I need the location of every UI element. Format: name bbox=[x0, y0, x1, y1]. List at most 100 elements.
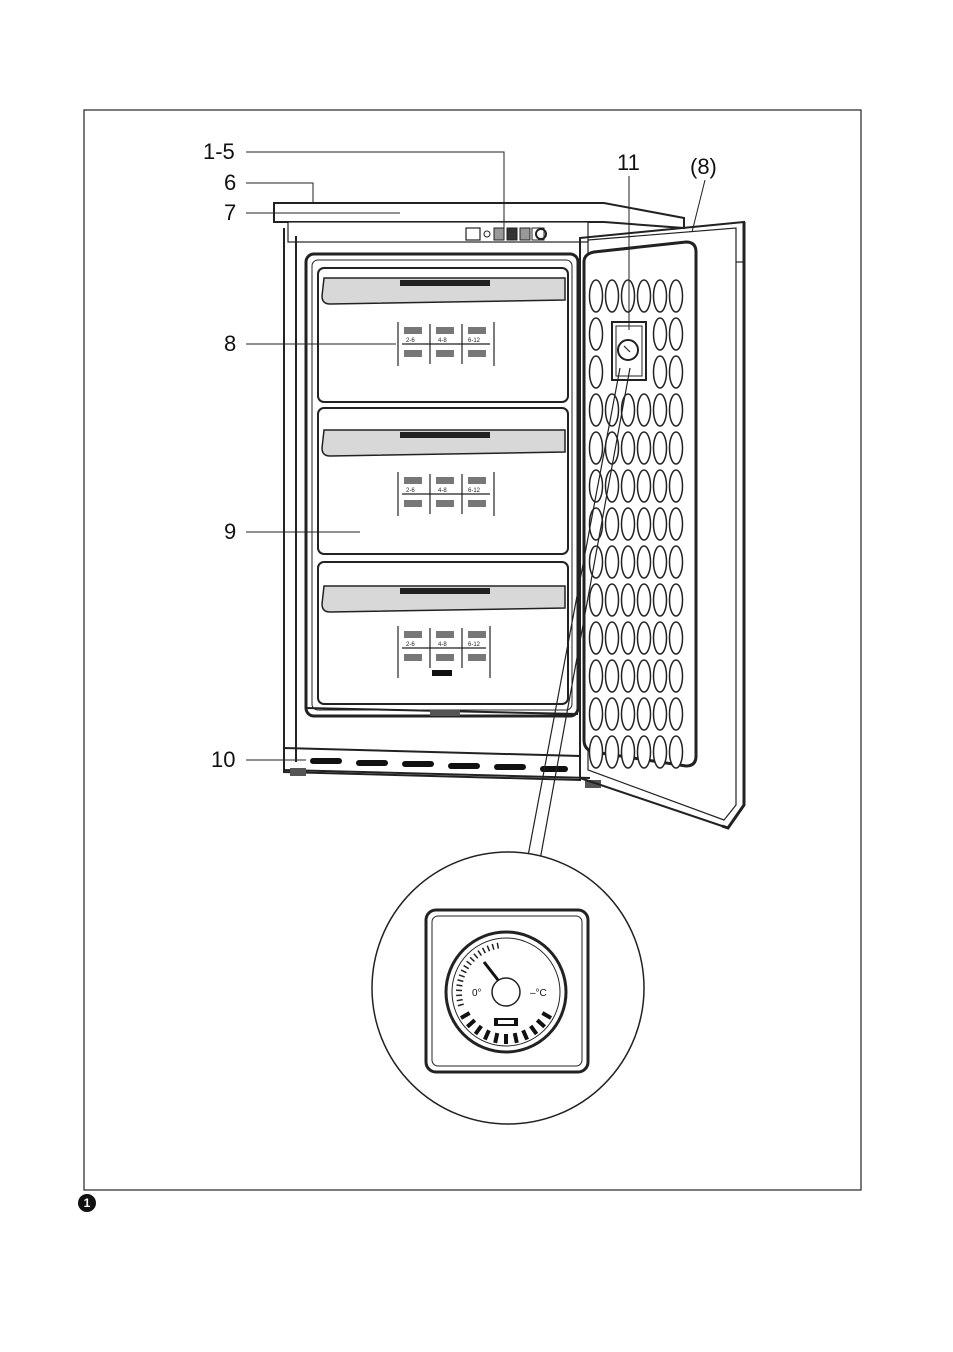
door-dimple bbox=[606, 280, 619, 312]
door-dimple bbox=[654, 546, 667, 578]
door-dimple bbox=[654, 660, 667, 692]
door-dimple bbox=[622, 660, 635, 692]
callout-1-5: 1-5 bbox=[203, 139, 235, 164]
gauge-tick-bold bbox=[495, 1033, 497, 1043]
door-dimple bbox=[622, 470, 635, 502]
gauge-tick bbox=[456, 985, 462, 986]
door-dimple bbox=[654, 622, 667, 654]
gauge-hub bbox=[492, 978, 520, 1006]
door-dimple bbox=[622, 622, 635, 654]
door-dimple bbox=[670, 546, 683, 578]
door-dimple bbox=[654, 508, 667, 540]
door-dimple bbox=[638, 622, 651, 654]
door-dimple bbox=[590, 356, 603, 388]
door-dimple bbox=[606, 660, 619, 692]
door-dimple bbox=[654, 356, 667, 388]
door-dimple bbox=[638, 394, 651, 426]
chart-bottom-row1: 2-6 bbox=[406, 642, 415, 648]
door-dimple bbox=[606, 508, 619, 540]
leader-6 bbox=[246, 183, 313, 203]
chart-top-row2: 4-8 bbox=[438, 338, 447, 344]
door-dimple bbox=[670, 508, 683, 540]
door-dimple bbox=[622, 584, 635, 616]
door-dimple bbox=[654, 432, 667, 464]
freezer-door bbox=[580, 222, 744, 828]
ventilation-grille bbox=[310, 758, 568, 772]
drawer-top: 2-6 4-8 6-12 bbox=[318, 268, 568, 402]
chart-middle-row3: 6-12 bbox=[468, 488, 481, 494]
door-dimple bbox=[606, 698, 619, 730]
chart-bottom-row3: 6-12 bbox=[468, 642, 481, 648]
callout-6: 6 bbox=[224, 170, 236, 195]
door-dimple bbox=[606, 584, 619, 616]
gauge-tick bbox=[457, 1000, 463, 1001]
door-dimple bbox=[622, 432, 635, 464]
door-dimple bbox=[590, 280, 603, 312]
thermometer-gauge: 0° –°C bbox=[446, 932, 566, 1052]
figure-number-badge: 1 bbox=[78, 1194, 96, 1212]
door-dimple bbox=[622, 698, 635, 730]
door-dimple bbox=[670, 318, 683, 350]
door-dimple bbox=[654, 736, 667, 768]
door-dimple bbox=[638, 546, 651, 578]
drawer-bottom: 2-6 4-8 6-12 bbox=[318, 562, 568, 704]
gauge-zero-label: 0° bbox=[472, 988, 482, 999]
door-dimple bbox=[638, 280, 651, 312]
door-dimple bbox=[606, 470, 619, 502]
door-dimple bbox=[590, 432, 603, 464]
door-dimple bbox=[670, 622, 683, 654]
chart-top-row1: 2-6 bbox=[406, 338, 415, 344]
door-dimple bbox=[606, 546, 619, 578]
callout-8-door: (8) bbox=[690, 154, 717, 179]
door-dimple bbox=[622, 280, 635, 312]
door-dimple bbox=[654, 318, 667, 350]
callout-9: 9 bbox=[224, 519, 236, 544]
gauge-tick-bold bbox=[515, 1033, 517, 1043]
door-dimple bbox=[590, 736, 603, 768]
chart-bottom-row2: 4-8 bbox=[438, 642, 447, 648]
door-dimple bbox=[670, 584, 683, 616]
door-dimple bbox=[606, 736, 619, 768]
door-dimple bbox=[590, 584, 603, 616]
door-dimple bbox=[590, 698, 603, 730]
callout-10: 10 bbox=[211, 747, 235, 772]
gauge-minus-label: –°C bbox=[530, 988, 547, 999]
door-dimple bbox=[590, 660, 603, 692]
door-dimple bbox=[654, 698, 667, 730]
chart-middle-row2: 4-8 bbox=[438, 488, 447, 494]
gauge-tick bbox=[497, 943, 498, 949]
door-dimple bbox=[590, 508, 603, 540]
callout-7: 7 bbox=[224, 200, 236, 225]
door-dimple bbox=[670, 394, 683, 426]
door-dimple bbox=[654, 394, 667, 426]
door-dimple bbox=[590, 318, 603, 350]
chart-middle-row1: 2-6 bbox=[406, 488, 415, 494]
door-dimple bbox=[670, 698, 683, 730]
door-dimple bbox=[638, 660, 651, 692]
door-dimple bbox=[622, 394, 635, 426]
door-dimple bbox=[590, 394, 603, 426]
door-dimple bbox=[638, 508, 651, 540]
door-dimple bbox=[622, 736, 635, 768]
door-dimple bbox=[654, 470, 667, 502]
door-dimple bbox=[638, 432, 651, 464]
door-dimple bbox=[670, 736, 683, 768]
door-dimple bbox=[654, 584, 667, 616]
door-dimple bbox=[638, 584, 651, 616]
door-dimple bbox=[638, 736, 651, 768]
door-dimple bbox=[670, 280, 683, 312]
door-dimple bbox=[670, 660, 683, 692]
callout-8: 8 bbox=[224, 331, 236, 356]
door-dimple bbox=[622, 508, 635, 540]
leader-1-5 bbox=[246, 152, 504, 230]
leader-8-door bbox=[692, 180, 705, 232]
door-dimple bbox=[670, 470, 683, 502]
door-dimple bbox=[654, 280, 667, 312]
chart-top-row3: 6-12 bbox=[468, 338, 481, 344]
door-dimple bbox=[638, 698, 651, 730]
door-dimple bbox=[606, 622, 619, 654]
door-dimple bbox=[590, 622, 603, 654]
door-dimple bbox=[622, 546, 635, 578]
door-dimple bbox=[670, 432, 683, 464]
